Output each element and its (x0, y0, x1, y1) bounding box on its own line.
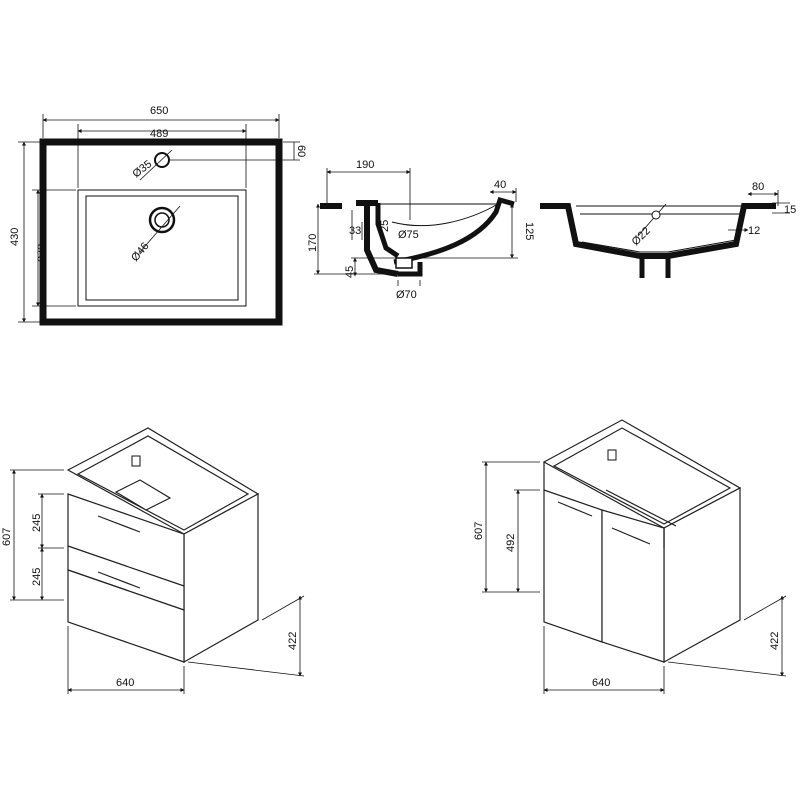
dim-door-height: 492 (505, 534, 517, 552)
dim-drawer-top: 245 (31, 514, 43, 532)
basin-front-section: 80 15 Ø22 12 (540, 181, 796, 278)
dim-33: 33 (349, 225, 361, 237)
cabinet-doors: 607 492 422 640 (473, 419, 787, 694)
dim-cabinet2-height: 607 (473, 522, 485, 540)
dim-12: 12 (748, 225, 760, 237)
dim-15: 15 (784, 204, 796, 216)
basin-top-view: 650 489 430 273 60 Ø35 Ø46 (9, 105, 307, 326)
dim-width-inner: 489 (150, 128, 168, 140)
dim-cabinet2-width: 640 (592, 677, 610, 689)
dim-cabinet-width: 640 (116, 677, 134, 689)
dim-tap-offset: 60 (295, 145, 307, 157)
dim-drawer-bottom: 245 (31, 568, 43, 586)
basin-bowl-outer (77, 189, 247, 307)
dim-height-outer: 430 (9, 228, 21, 246)
dim-80: 80 (752, 181, 764, 193)
dim-22: Ø22 (630, 225, 653, 248)
drain-hole-inner (154, 212, 170, 228)
dim-height-inner: 273 (36, 244, 48, 262)
dim-45: 45 (344, 266, 356, 278)
basin-outline (39, 138, 283, 326)
label-drain-hole: Ø46 (129, 240, 152, 264)
basin-bowl-inner (85, 195, 239, 301)
dim-190: 190 (356, 159, 374, 171)
dim-70: Ø70 (396, 289, 417, 301)
label-tap-hole: Ø35 (130, 158, 154, 180)
dim-cabinet-depth: 422 (287, 632, 299, 650)
basin-side-section: 190 40 33 25 Ø75 170 125 45 Ø70 (307, 159, 535, 301)
dim-cabinet2-depth: 422 (769, 632, 781, 650)
dim-25: 25 (379, 220, 391, 232)
dim-75: Ø75 (398, 229, 419, 241)
drawer-bottom[interactable] (67, 569, 185, 663)
dim-cabinet-height: 607 (1, 528, 13, 546)
dim-170: 170 (307, 234, 319, 252)
door-left[interactable] (543, 489, 603, 643)
cabinet-drawers: 607 245 245 422 640 (1, 427, 305, 694)
door-right[interactable] (601, 509, 665, 663)
dim-125: 125 (523, 222, 535, 240)
dim-width-outer: 650 (150, 105, 168, 117)
dim-40: 40 (494, 179, 506, 191)
